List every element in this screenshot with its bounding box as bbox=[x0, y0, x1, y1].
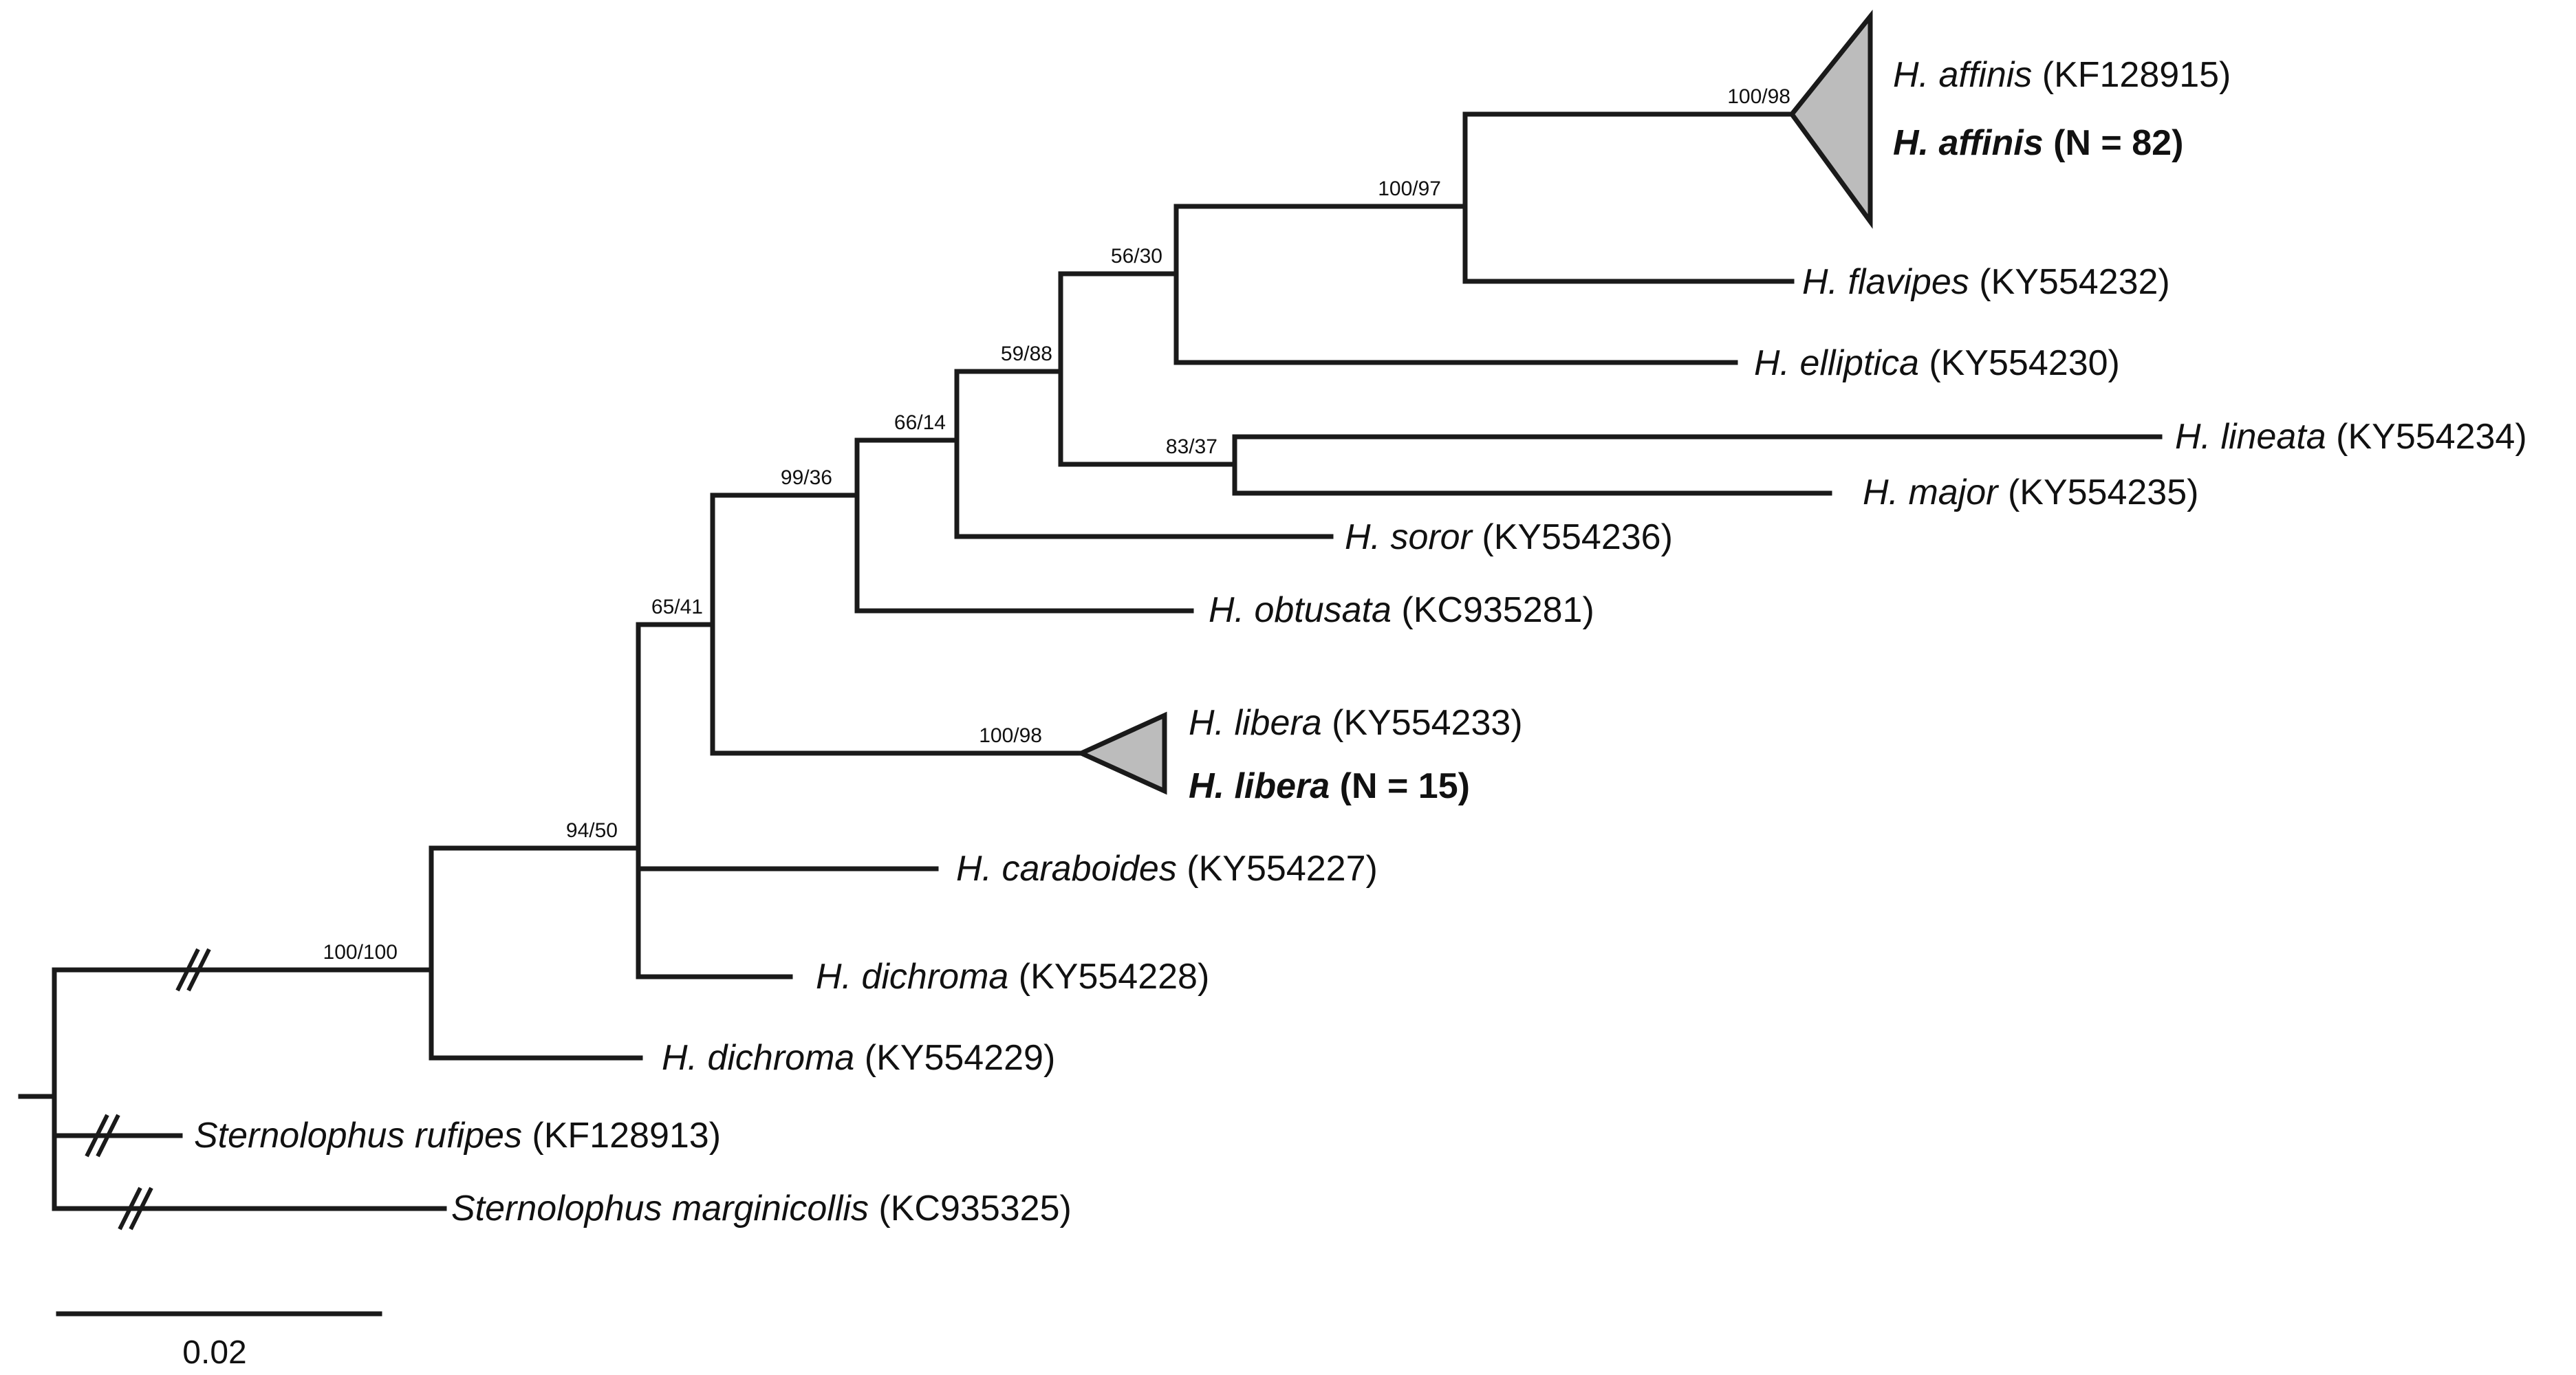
tip-label-flavipes: H. flavipes (KY554232) bbox=[1802, 262, 2170, 302]
tip-label-sternolophus-marginicollis: Sternolophus marginicollis (KC935325) bbox=[451, 1189, 1072, 1228]
support-hydrochara: 100/100 bbox=[323, 941, 398, 964]
support-caraboides-group: 94/50 bbox=[566, 819, 618, 842]
tip-label-sternolophus-rufipes: Sternolophus rufipes (KF128913) bbox=[194, 1116, 721, 1156]
tip-labels: H. affinis (KF128915) H. affinis (N = 82… bbox=[194, 55, 2527, 1228]
break-mark-marginicollis bbox=[118, 1187, 142, 1231]
scale-bar: 0.02 bbox=[56, 1311, 382, 1371]
tip-label-affinis-ref: H. affinis (KF128915) bbox=[1893, 55, 2231, 95]
branch-break-marks bbox=[85, 948, 211, 1231]
support-lineata-group: 59/88 bbox=[1001, 343, 1052, 365]
break-mark-rufipes bbox=[85, 1114, 109, 1158]
scale-bar-label: 0.02 bbox=[182, 1334, 246, 1371]
support-libera: 100/98 bbox=[979, 724, 1042, 747]
support-lineata-major: 83/37 bbox=[1166, 435, 1217, 458]
tip-label-soror: H. soror (KY554236) bbox=[1345, 517, 1673, 557]
libera-clade-triangle bbox=[1075, 711, 1167, 795]
tip-label-affinis-clade: H. affinis (N = 82) bbox=[1893, 123, 2183, 163]
tip-label-lineata: H. lineata (KY554234) bbox=[2175, 417, 2527, 457]
tip-label-obtusata: H. obtusata (KC935281) bbox=[1209, 590, 1594, 630]
tip-label-dichroma-228: H. dichroma (KY554228) bbox=[816, 957, 1209, 997]
break-mark-hydrochara bbox=[175, 948, 200, 992]
tip-label-libera-ref: H. libera (KY554233) bbox=[1189, 703, 1523, 743]
break-mark-hydrochara bbox=[186, 948, 211, 992]
tip-label-elliptica: H. elliptica (KY554230) bbox=[1754, 343, 2120, 383]
support-values: 100/98 100/97 56/30 59/88 83/37 66/14 99… bbox=[323, 85, 1790, 964]
tip-label-major: H. major (KY554235) bbox=[1863, 473, 2198, 512]
support-libera-group: 65/41 bbox=[651, 596, 703, 618]
support-elliptica-group: 56/30 bbox=[1111, 245, 1162, 268]
affinis-clade-triangle bbox=[1788, 10, 1873, 229]
tree-branches bbox=[18, 111, 2163, 1211]
support-soror-group: 66/14 bbox=[894, 411, 946, 434]
support-obtusata-group: 99/36 bbox=[781, 466, 832, 489]
break-mark-marginicollis bbox=[129, 1187, 153, 1231]
support-affinis: 100/98 bbox=[1727, 85, 1790, 108]
tip-label-libera-clade: H. libera (N = 15) bbox=[1189, 766, 1470, 806]
tip-label-caraboides: H. caraboides (KY554227) bbox=[956, 849, 1378, 889]
break-mark-rufipes bbox=[96, 1114, 120, 1158]
support-affinis-flavipes: 100/97 bbox=[1378, 177, 1441, 200]
tip-label-dichroma-229: H. dichroma (KY554229) bbox=[662, 1038, 1055, 1078]
